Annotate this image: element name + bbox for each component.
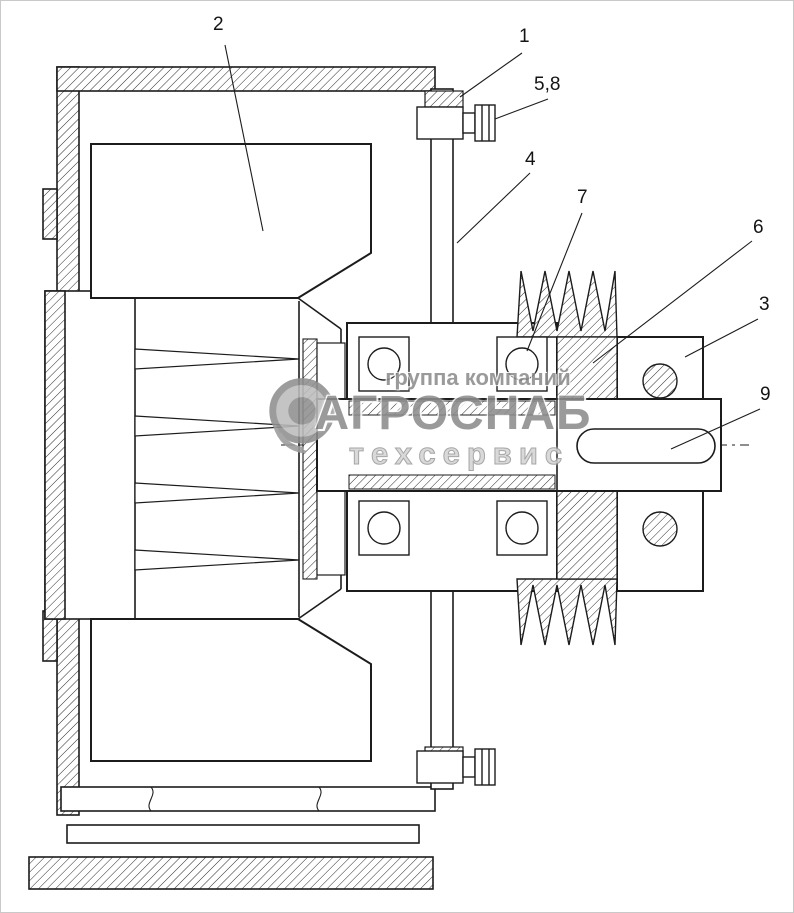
bearing-ball [505,511,539,545]
bearing-ball [367,511,401,545]
keyway [576,428,716,464]
leader-58 [494,98,549,120]
leader-6 [592,240,753,364]
callout-label-6: 6 [753,217,764,238]
fan-casing [28,66,436,890]
bearings [358,336,548,556]
pulley [516,270,618,646]
callout-label-58: 5,8 [534,74,561,95]
leader-4 [456,172,531,244]
shaft [316,398,722,492]
leader-3 [684,318,759,358]
bolt-top [416,104,496,142]
drawing-linework [28,44,761,890]
leader-1 [459,52,523,98]
base-plate [28,856,434,890]
leader-2 [224,44,264,232]
bearing-ball [505,347,539,381]
callout-label-7: 7 [577,187,588,208]
bolt-bottom [416,748,496,786]
callout-label-1: 1 [519,26,530,47]
callout-label-4: 4 [525,149,536,170]
leader-lines [224,44,761,450]
bearing-ball [367,347,401,381]
callout-label-3: 3 [759,294,770,315]
leader-9 [670,408,761,450]
leader-7 [526,212,583,352]
callout-label-2: 2 [213,14,224,35]
callout-label-9: 9 [760,384,771,405]
fan-rotor [44,143,372,762]
